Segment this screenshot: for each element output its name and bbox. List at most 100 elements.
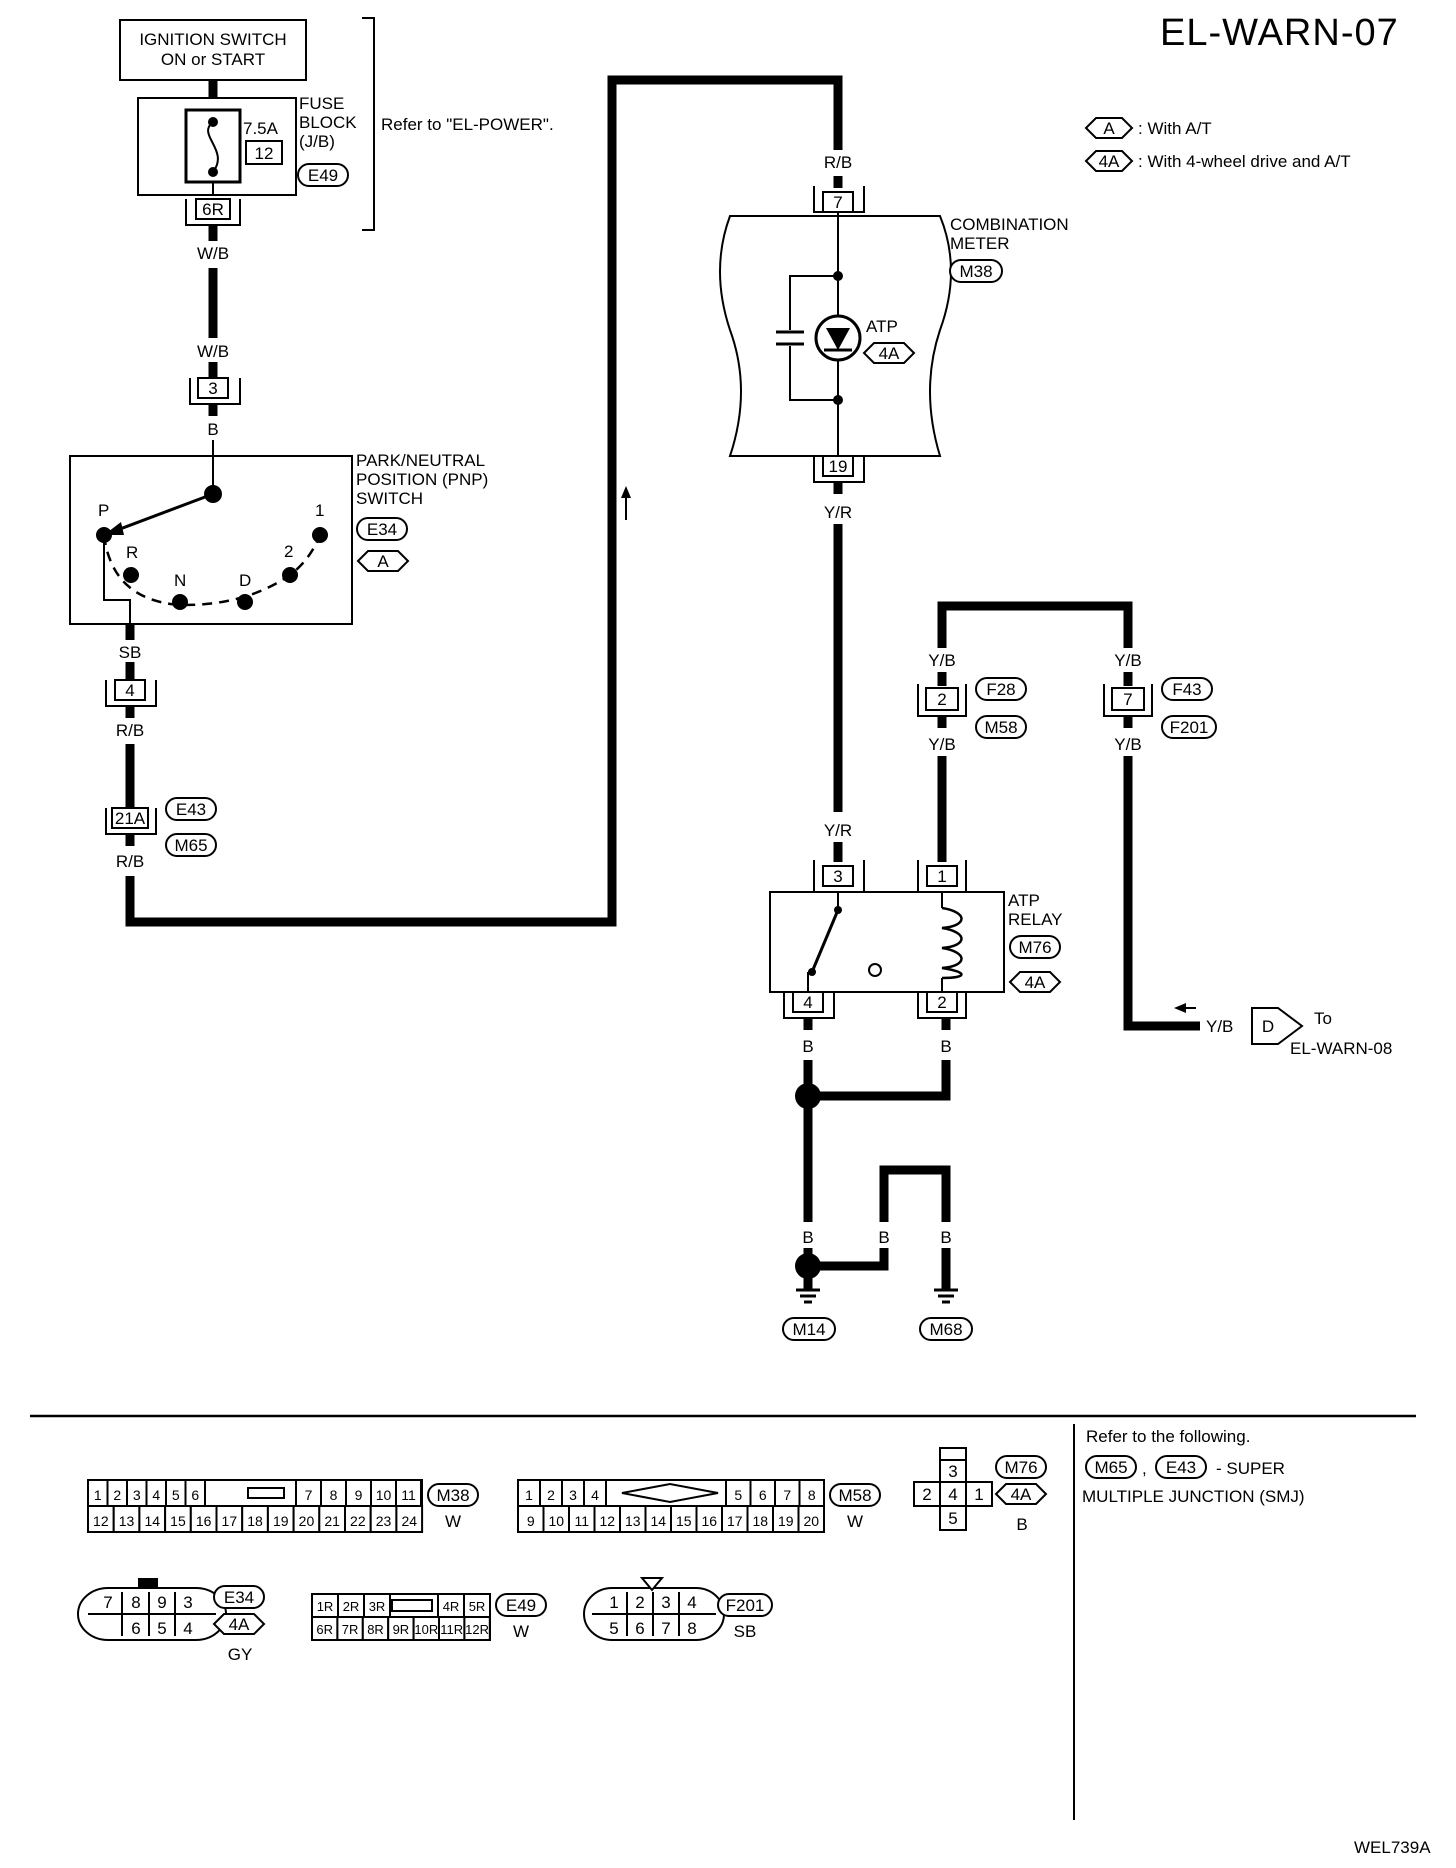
svg-text:3: 3 bbox=[948, 1462, 957, 1481]
relay-connector: M76 bbox=[1018, 938, 1051, 957]
ground-m14-label: M14 bbox=[792, 1320, 825, 1339]
cavity-number: 21 bbox=[324, 1513, 340, 1529]
note-line3: MULTIPLE JUNCTION (SMJ) bbox=[1082, 1487, 1305, 1506]
relay-terminal-3: 3 bbox=[813, 860, 865, 893]
inline-connector-f28-m58: 2 F28 M58 bbox=[917, 677, 1027, 739]
ignition-line1: IGNITION SWITCH bbox=[139, 30, 286, 49]
atp-relay: ATP RELAY M76 4A bbox=[769, 891, 1063, 993]
cavity-number: 1R bbox=[317, 1599, 334, 1614]
svg-text:1: 1 bbox=[609, 1593, 618, 1612]
cavity-cell bbox=[593, 1505, 621, 1533]
m58-key bbox=[621, 1482, 719, 1504]
svg-text:6: 6 bbox=[635, 1619, 644, 1638]
pnp-input-terminal: 3 bbox=[189, 377, 241, 405]
offpage-to: To bbox=[1314, 1009, 1332, 1028]
svg-text:2: 2 bbox=[937, 993, 946, 1012]
pnp-label1: PARK/NEUTRAL bbox=[356, 451, 485, 470]
cavity-number: 5R bbox=[469, 1599, 486, 1614]
wire-label-yr-2: Y/R bbox=[824, 821, 852, 840]
note-line2: - SUPER bbox=[1216, 1459, 1285, 1478]
pnp-pos-1: 1 bbox=[315, 501, 324, 520]
wire-yb-loop bbox=[937, 601, 1133, 648]
cavity-number: 7R bbox=[342, 1622, 359, 1637]
smj-conn-m65: M65 bbox=[174, 836, 207, 855]
wire-label-yb-5: Y/B bbox=[1206, 1017, 1233, 1036]
wire-label-b-g2: B bbox=[878, 1228, 889, 1247]
m38-name: M38 bbox=[436, 1486, 469, 1505]
pnp-pos-n: N bbox=[174, 571, 186, 590]
fuse-number-box bbox=[245, 140, 283, 165]
ground-m14: M14 bbox=[782, 1288, 836, 1341]
wire-label-yb-1: Y/B bbox=[928, 651, 955, 670]
cavity-number: 3 bbox=[569, 1487, 577, 1503]
cavity-number: 20 bbox=[803, 1513, 819, 1529]
cavity-number: 1 bbox=[94, 1487, 102, 1503]
cavity-number: 19 bbox=[778, 1513, 794, 1529]
connector-face-f201: 1 2 3 4 5 6 7 8 F201 SB bbox=[583, 1577, 773, 1641]
svg-text:8: 8 bbox=[131, 1593, 140, 1612]
smj-terminal-number: 21A bbox=[115, 809, 146, 828]
cavity-cell bbox=[746, 1505, 774, 1533]
cavity-number: 7 bbox=[783, 1487, 791, 1503]
meter-connector: M38 bbox=[959, 262, 992, 281]
meter-input-terminal: 7 bbox=[813, 186, 865, 213]
cavity-number: 11 bbox=[401, 1487, 416, 1503]
pnp-switch-box bbox=[69, 455, 353, 625]
svg-text:2: 2 bbox=[922, 1485, 931, 1504]
smj-terminal: 21A E43 M65 bbox=[105, 797, 217, 857]
pnp-contact-r bbox=[123, 567, 139, 583]
fuse-label2: BLOCK bbox=[299, 113, 357, 132]
pnp-p-lead bbox=[103, 535, 131, 640]
cavity-number: 9R bbox=[393, 1622, 410, 1637]
cavity-number: 12R bbox=[465, 1622, 489, 1637]
cavity-number: 10 bbox=[376, 1487, 392, 1503]
cavity-cell bbox=[215, 1505, 244, 1533]
inline1-conn-m58: M58 bbox=[984, 718, 1017, 737]
cavity-cell bbox=[295, 1479, 322, 1507]
offpage-tag: D bbox=[1262, 1017, 1274, 1036]
svg-text:5: 5 bbox=[948, 1509, 957, 1528]
svg-text:1: 1 bbox=[937, 867, 946, 886]
cavity-number: 4 bbox=[591, 1487, 599, 1503]
relay-coil bbox=[941, 906, 963, 980]
smj-note: Refer to the following. M65 , E43 - SUPE… bbox=[1082, 1427, 1305, 1506]
cavity-number: 15 bbox=[170, 1513, 186, 1529]
cavity-number: 3R bbox=[369, 1599, 386, 1614]
meter-tag: 4A bbox=[879, 344, 900, 363]
wire-b-to-m68 bbox=[808, 1248, 889, 1271]
inline-connector-f43-f201: 7 F43 F201 bbox=[1103, 677, 1217, 739]
m58-color: W bbox=[847, 1512, 863, 1531]
relay-connector-badge bbox=[1009, 935, 1061, 959]
m38-color: W bbox=[445, 1512, 461, 1531]
cavity-cell bbox=[395, 1505, 424, 1533]
meter-output-terminal: 19 bbox=[813, 455, 865, 483]
m38-key bbox=[247, 1487, 285, 1499]
smj-conn-e43: E43 bbox=[176, 800, 206, 819]
cavity-number: 17 bbox=[222, 1513, 238, 1529]
pnp-contact-n bbox=[172, 594, 188, 610]
svg-text:7: 7 bbox=[661, 1619, 670, 1638]
cavity-cell bbox=[189, 1505, 218, 1533]
pnp-tag-hexagon bbox=[356, 550, 410, 572]
pnp-tag: A bbox=[377, 552, 389, 571]
svg-text:19: 19 bbox=[829, 457, 848, 476]
pnp-label2: POSITION (PNP) bbox=[356, 470, 488, 489]
cavity-number: 13 bbox=[625, 1513, 641, 1529]
svg-text:4: 4 bbox=[183, 1619, 192, 1638]
wire-label-rb-2: R/B bbox=[116, 852, 144, 871]
fuse-block: 7.5A 12 FUSE BLOCK (J/B) E49 6R bbox=[137, 94, 357, 226]
svg-text:4: 4 bbox=[948, 1485, 957, 1504]
svg-text:7: 7 bbox=[103, 1593, 112, 1612]
svg-text:4: 4 bbox=[687, 1593, 696, 1612]
note-comma: , bbox=[1142, 1459, 1147, 1478]
cavity-number: 8R bbox=[367, 1622, 384, 1637]
legend-a-text: : With A/T bbox=[1138, 119, 1212, 138]
wire-rb-main bbox=[125, 75, 843, 927]
cavity-number: 3 bbox=[133, 1487, 141, 1503]
cavity-number: 9 bbox=[527, 1513, 535, 1529]
cavity-cell bbox=[619, 1505, 647, 1533]
wire-label-wb-2: W/B bbox=[197, 342, 229, 361]
